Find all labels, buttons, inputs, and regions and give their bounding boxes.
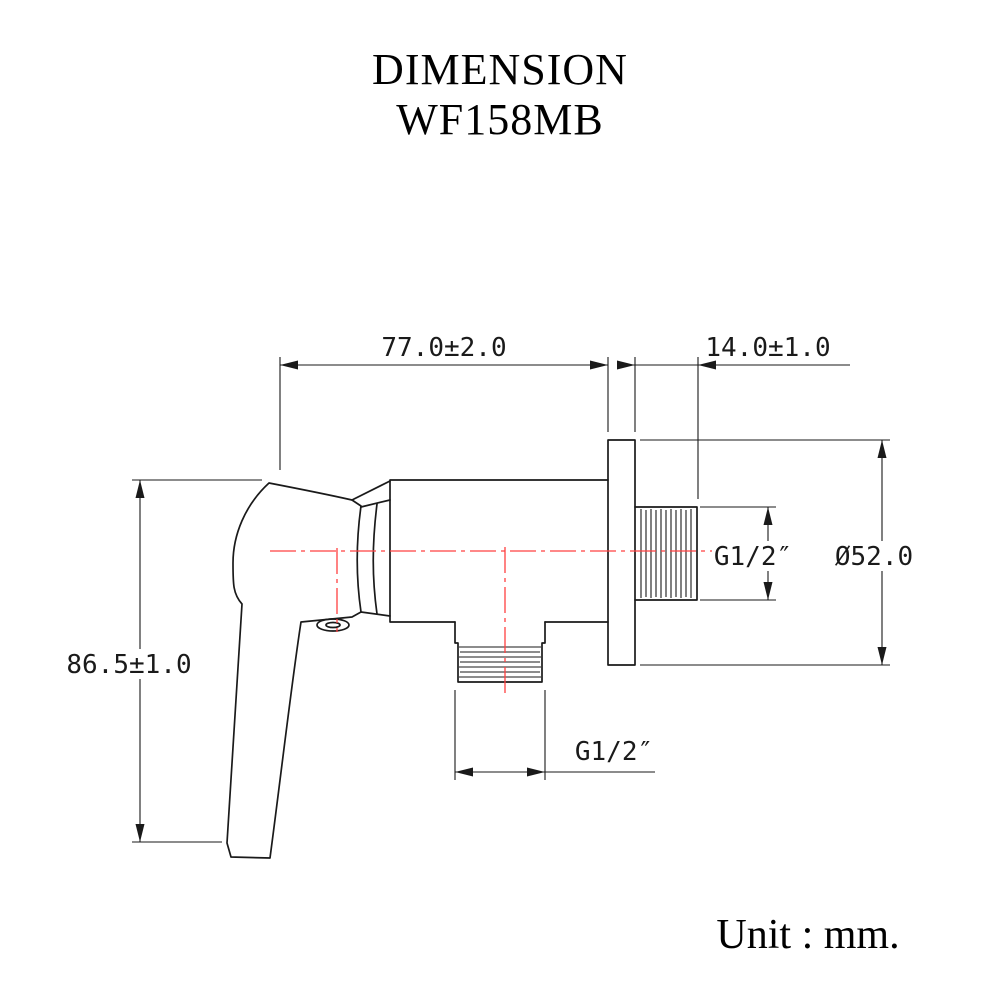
dimension-bottom-thread-arrows <box>455 767 545 777</box>
dimension-side-thread-extension-lines <box>700 506 776 601</box>
dimension-side-thread-label-background <box>712 541 794 571</box>
dimension-side-thread: G1/2″ <box>700 506 794 601</box>
dimension-bottom-thread-label: G1/2″ <box>575 737 653 767</box>
dimension-width: 77.0±2.0 <box>279 333 609 470</box>
dimension-height-extension-lines <box>132 479 262 843</box>
side-thread-lines <box>640 509 692 598</box>
handle-cone-curve <box>372 503 378 615</box>
centerlines <box>270 547 713 695</box>
handle-to-body-joint-line <box>351 480 391 501</box>
dimension-flange-label: Ø52.0 <box>835 542 913 572</box>
handle-adapter-lines <box>360 499 391 617</box>
dimension-thread-length: 14.0±1.0 <box>617 333 850 499</box>
dimension-bottom-thread: G1/2″ <box>454 690 655 780</box>
bottom-outlet-outline <box>454 621 546 683</box>
handle-base-ellipse <box>316 618 350 632</box>
dimension-thread-length-extension-lines <box>634 357 699 499</box>
dimension-flange-diameter: Ø52.0 <box>640 439 922 666</box>
side-thread-outline <box>634 506 698 601</box>
dimension-height: 86.5±1.0 <box>64 479 262 843</box>
bottom-thread-lines <box>459 646 541 678</box>
dimension-side-thread-label: G1/2″ <box>714 542 792 572</box>
dimension-width-label: 77.0±2.0 <box>381 333 506 363</box>
dimension-bottom-thread-extension-lines <box>454 690 546 780</box>
unit-label: Unit : mm. <box>716 912 899 958</box>
dimension-flange-label-background <box>826 541 922 571</box>
dimension-flange-extension-lines <box>640 439 890 666</box>
dimension-width-extension-lines <box>279 357 609 470</box>
dimension-height-label-background <box>64 649 194 679</box>
dimension-height-label: 86.5±1.0 <box>66 650 191 680</box>
drawing-title: DIMENSION <box>372 45 628 94</box>
handle-outline <box>226 482 362 859</box>
handle-base-inner-ellipse <box>325 621 341 629</box>
dimension-thread-length-label: 14.0±1.0 <box>705 333 830 363</box>
valve-drawing <box>226 439 698 859</box>
model-number: WF158MB <box>396 95 603 144</box>
wall-flange <box>607 439 636 666</box>
